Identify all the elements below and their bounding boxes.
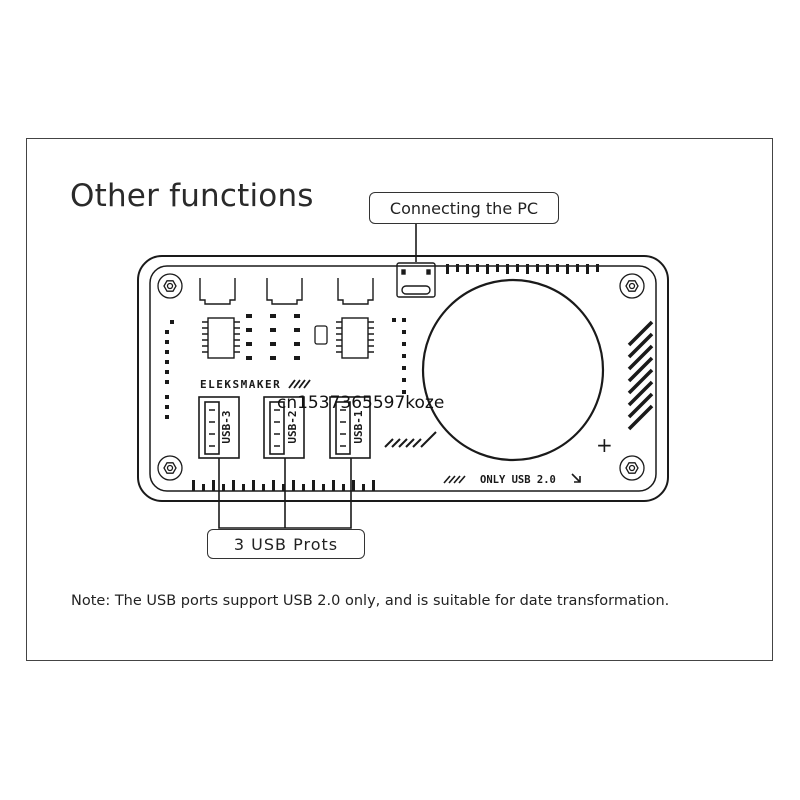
- bottom-tick-strip: [192, 480, 375, 491]
- left-dot-strip: [165, 320, 174, 419]
- arrow-icon: [571, 473, 581, 483]
- usb-port-1: [329, 396, 371, 459]
- top-switch: [337, 278, 374, 305]
- figure-frame: [26, 138, 773, 661]
- only-usb-label: ONLY USB 2.0: [480, 474, 556, 486]
- top-tick-strip: [446, 264, 599, 274]
- top-switch: [199, 278, 236, 305]
- screw-icon: [619, 455, 645, 481]
- hatch-mark: [384, 431, 437, 448]
- usb-port-3: [198, 396, 240, 459]
- hatch-mark: [443, 475, 466, 484]
- screw-icon: [619, 273, 645, 299]
- usb-c-connector: [396, 262, 436, 298]
- usb-port-2-label: USB-2: [286, 410, 299, 443]
- page-title: Other functions: [70, 178, 314, 214]
- screw-icon: [157, 273, 183, 299]
- mid-dot-strip: [392, 318, 406, 394]
- usb-ports-callout: 3 USB Prots: [207, 529, 365, 559]
- dial-knob-circle: [421, 278, 605, 462]
- hatch-mark: [288, 379, 311, 389]
- ic-chip: [202, 317, 240, 359]
- top-switch: [266, 278, 303, 305]
- plus-sign: +: [596, 433, 613, 457]
- usb-port-3-label: USB-3: [220, 410, 233, 443]
- connecting-pc-callout: Connecting the PC: [369, 192, 559, 224]
- ic-chip: [336, 317, 374, 359]
- smd-components: [246, 314, 300, 360]
- crystal-component: [314, 325, 328, 345]
- watermark-text: cn1537365597koze: [277, 393, 445, 413]
- usb-leader-lines: [218, 458, 352, 529]
- usb-port-2: [263, 396, 305, 459]
- right-stripes: [627, 320, 654, 431]
- note-text: Note: The USB ports support USB 2.0 only…: [71, 593, 670, 609]
- screw-icon: [157, 455, 183, 481]
- usb-port-1-label: USB-1: [352, 410, 365, 443]
- brand-label: ELEKSMAKER: [200, 378, 281, 391]
- board-outline: [137, 255, 669, 502]
